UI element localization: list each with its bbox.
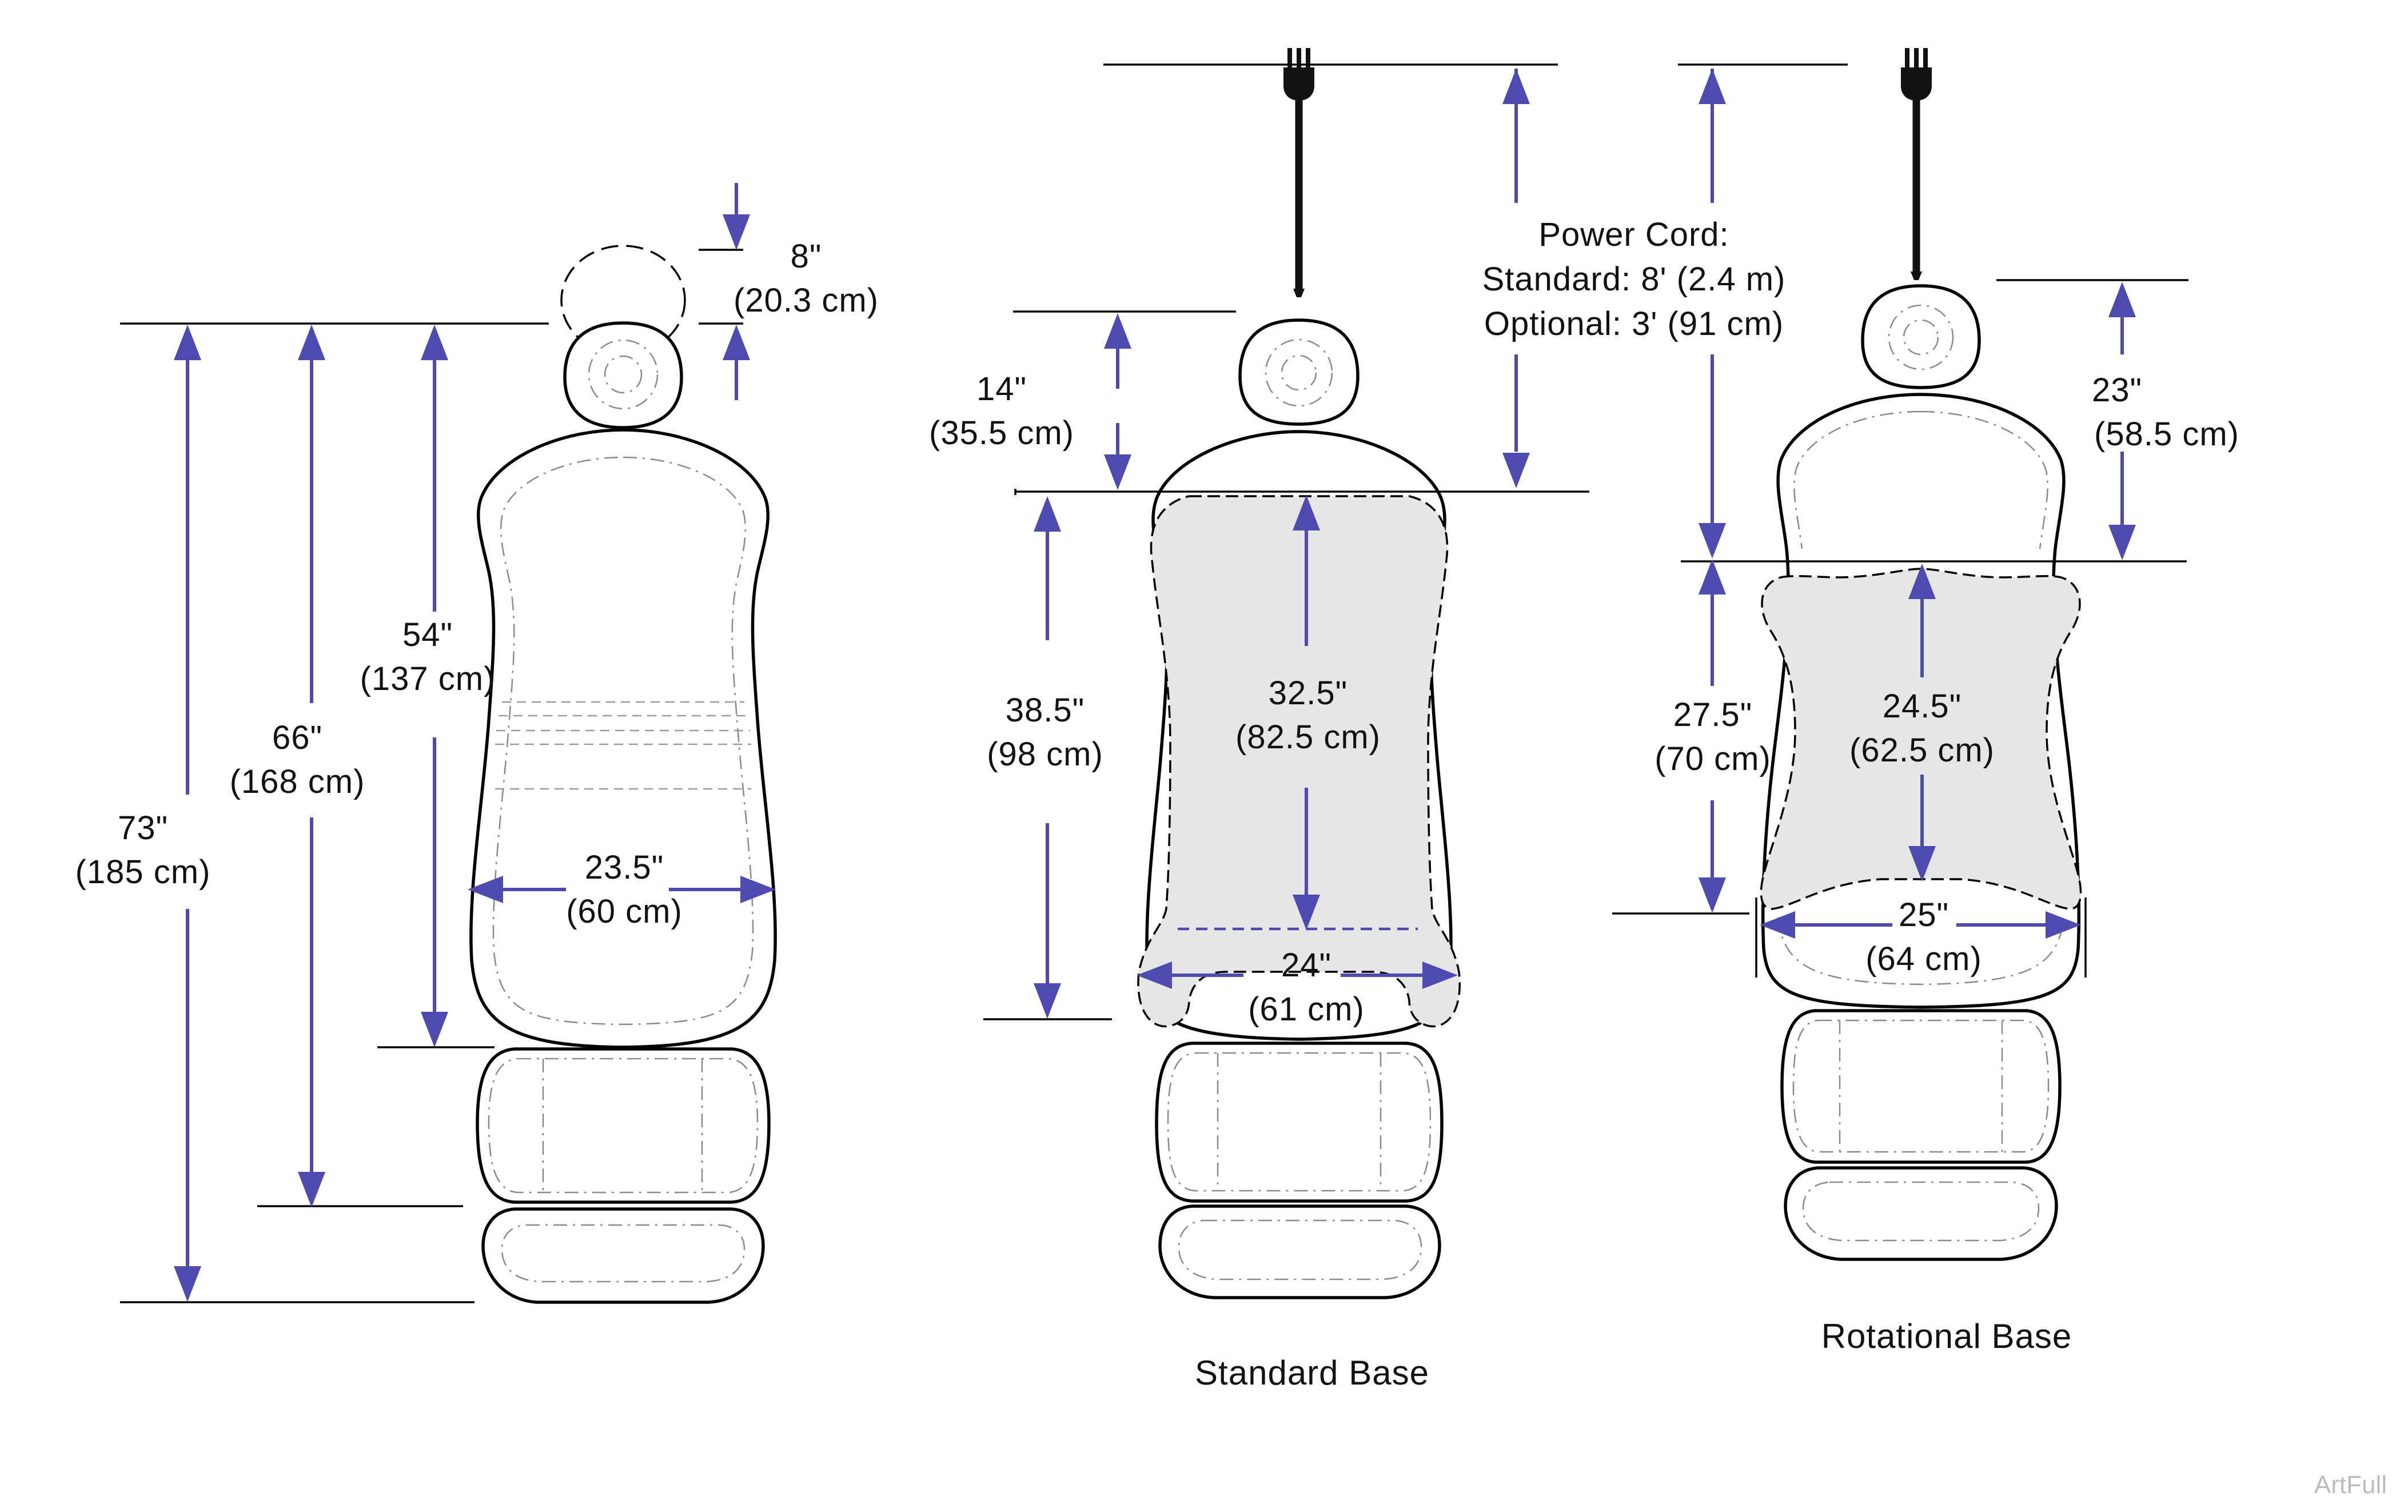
caption-rotational-base: Rotational Base xyxy=(1821,1317,2072,1355)
label-25-in: 25" xyxy=(1899,896,1949,933)
label-27-cm: (70 cm) xyxy=(1654,740,1771,777)
label-66-cm: (168 cm) xyxy=(230,763,365,800)
label-14-in: 14" xyxy=(976,370,1027,408)
leg-rest xyxy=(1784,1166,2058,1261)
label-54-in: 54" xyxy=(402,616,453,653)
rotational-base-footprint xyxy=(1760,568,2082,910)
standard-base-footprint xyxy=(1137,495,1461,1028)
power-cord-rotational xyxy=(1901,48,1932,280)
label-24-in: 24" xyxy=(1281,947,1331,984)
label-24-5-cm: (62.5 cm) xyxy=(1849,732,1995,769)
left-dimension-labels: 8" (20.3 cm) 54" (137 cm) 66" (168 cm) 7… xyxy=(75,238,879,930)
label-power-cord-title: Power Cord: xyxy=(1538,216,1729,253)
plug-icon xyxy=(1283,67,1314,101)
label-head-extension-in: 8" xyxy=(791,238,822,275)
headrest xyxy=(1238,318,1360,426)
leg-rest xyxy=(481,1207,765,1304)
headrest xyxy=(563,321,683,429)
standard-dimension-labels: Power Cord: Standard: 8' (2.4 m) Optiona… xyxy=(929,216,1785,1392)
label-power-cord-optional: Optional: 3' (91 cm) xyxy=(1484,305,1784,342)
label-66-in: 66" xyxy=(272,719,322,756)
label-23-cm: (58.5 cm) xyxy=(2094,416,2239,453)
standard-dimension-lines xyxy=(983,63,1589,1020)
label-head-extension-cm: (20.3 cm) xyxy=(733,282,879,319)
headrest xyxy=(1861,284,1981,389)
label-27-in: 27.5" xyxy=(1673,696,1752,733)
label-width-cm: (60 cm) xyxy=(566,893,683,930)
label-24-5-in: 24.5" xyxy=(1883,688,1962,725)
leg-rest xyxy=(1158,1204,1441,1299)
label-38-in: 38.5" xyxy=(1006,692,1085,729)
seat-cushion xyxy=(1155,1042,1444,1203)
label-32-in: 32.5" xyxy=(1269,675,1347,712)
power-cord-standard xyxy=(1283,48,1314,297)
label-25-cm: (64 cm) xyxy=(1865,940,1982,978)
label-24-cm: (61 cm) xyxy=(1248,991,1365,1028)
chair-rotational-base xyxy=(1755,48,2087,1261)
chair-left-view xyxy=(469,245,777,1304)
label-32-cm: (82.5 cm) xyxy=(1235,719,1381,756)
left-dimension-lines xyxy=(120,183,776,1303)
label-width-in: 23.5" xyxy=(585,849,664,886)
label-38-cm: (98 cm) xyxy=(987,736,1103,773)
rotational-dimension-labels: 23" (58.5 cm) 27.5" (70 cm) 24.5" (62.5 … xyxy=(1654,372,2239,1355)
backrest xyxy=(469,428,777,1049)
chair-standard-base xyxy=(1137,48,1461,1299)
watermark: ArtFull xyxy=(2314,1471,2387,1499)
label-power-cord-standard: Standard: 8' (2.4 m) xyxy=(1482,261,1786,298)
label-73-cm: (185 cm) xyxy=(75,853,211,891)
label-23-in: 23" xyxy=(2092,372,2142,409)
label-73-in: 73" xyxy=(118,809,168,847)
seat-cushion xyxy=(1780,1009,2062,1164)
plug-icon xyxy=(1901,67,1932,101)
label-14-cm: (35.5 cm) xyxy=(929,414,1074,452)
caption-standard-base: Standard Base xyxy=(1195,1354,1429,1392)
seat-cushion xyxy=(476,1047,771,1204)
label-54-cm: (137 cm) xyxy=(360,660,496,697)
rotational-dimension-lines xyxy=(1612,63,2188,939)
